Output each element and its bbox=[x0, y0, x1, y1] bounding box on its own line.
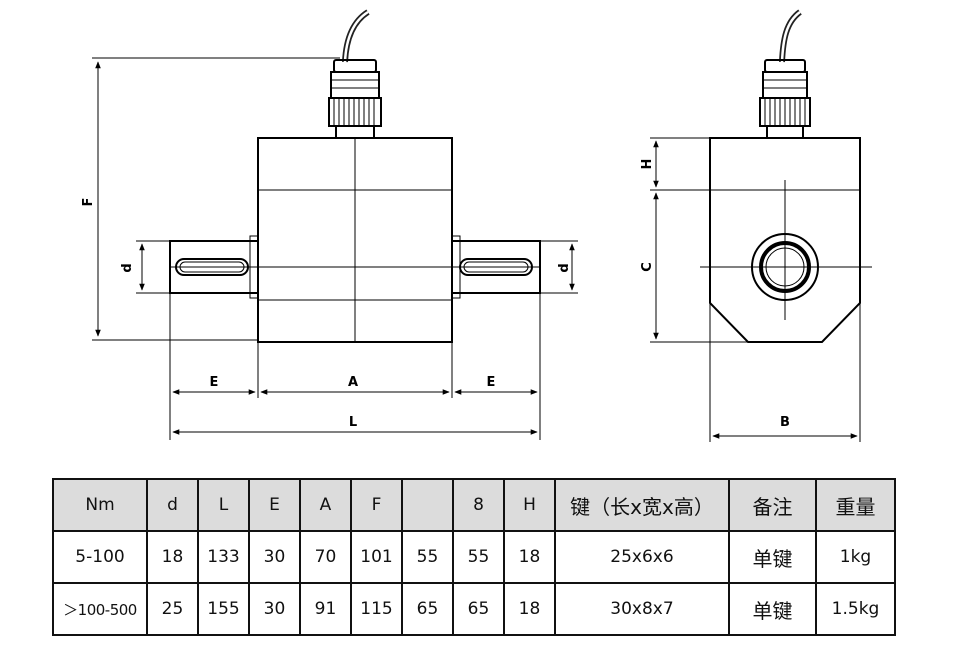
header-cell: d bbox=[146, 478, 199, 532]
table-cell: 25x6x6 bbox=[554, 530, 730, 584]
spec-table: Nm d L E A F 8 H 键（长x宽x高） 备注 重量 5-100 18… bbox=[52, 478, 896, 636]
table-row: 5-100 18 133 30 70 101 55 55 18 25x6x6 单… bbox=[52, 530, 896, 584]
front-connector bbox=[328, 59, 382, 139]
table-cell: 65 bbox=[452, 582, 505, 636]
table-cell: 1kg bbox=[815, 530, 896, 584]
dim-label-B: B bbox=[780, 415, 790, 430]
dim-label-C: C bbox=[640, 262, 655, 272]
table-cell: 91 bbox=[299, 582, 352, 636]
side-view: H C B bbox=[640, 9, 872, 442]
header-cell: H bbox=[503, 478, 556, 532]
table-cell: 18 bbox=[503, 530, 556, 584]
header-cell: Nm bbox=[52, 478, 148, 532]
header-cell: L bbox=[197, 478, 250, 532]
table-cell: ＞100-500 bbox=[52, 582, 148, 636]
table-cell: 30x8x7 bbox=[554, 582, 730, 636]
header-cell bbox=[401, 478, 454, 532]
table-cell: 65 bbox=[401, 582, 454, 636]
front-view: F d d E A E L bbox=[81, 9, 578, 440]
table-cell: 30 bbox=[248, 582, 301, 636]
table-cell: 1.5kg bbox=[815, 582, 896, 636]
table-cell: 25 bbox=[146, 582, 199, 636]
table-cell: 30 bbox=[248, 530, 301, 584]
table-cell: 5-100 bbox=[52, 530, 148, 584]
table-header-row: Nm d L E A F 8 H 键（长x宽x高） 备注 重量 bbox=[52, 478, 896, 532]
table-cell: 133 bbox=[197, 530, 250, 584]
dim-label-E-left: E bbox=[210, 375, 219, 390]
dim-label-H: H bbox=[640, 159, 655, 170]
table-cell: 单键 bbox=[728, 582, 817, 636]
table-cell: 101 bbox=[350, 530, 403, 584]
header-cell: E bbox=[248, 478, 301, 532]
table-cell: 18 bbox=[503, 582, 556, 636]
table-cell: 单键 bbox=[728, 530, 817, 584]
side-connector bbox=[759, 59, 811, 139]
dim-label-d-right: d bbox=[557, 263, 572, 272]
header-cell: 8 bbox=[452, 478, 505, 532]
header-cell: A bbox=[299, 478, 352, 532]
table-cell: 55 bbox=[401, 530, 454, 584]
table-cell: 55 bbox=[452, 530, 505, 584]
dim-label-A: A bbox=[348, 375, 358, 390]
header-cell: 键（长x宽x高） bbox=[554, 478, 730, 532]
header-cell: F bbox=[350, 478, 403, 532]
technical-drawing: F d d E A E L bbox=[81, 9, 872, 442]
dim-label-L: L bbox=[349, 415, 357, 430]
table-cell: 18 bbox=[146, 530, 199, 584]
table-cell: 70 bbox=[299, 530, 352, 584]
table-cell: 155 bbox=[197, 582, 250, 636]
dim-label-E-right: E bbox=[487, 375, 496, 390]
table-row: ＞100-500 25 155 30 91 115 65 65 18 30x8x… bbox=[52, 582, 896, 636]
header-cell: 备注 bbox=[728, 478, 817, 532]
header-cell: 重量 bbox=[815, 478, 896, 532]
dim-label-F: F bbox=[81, 198, 96, 207]
table-cell: 115 bbox=[350, 582, 403, 636]
dim-label-d-left: d bbox=[120, 263, 135, 272]
